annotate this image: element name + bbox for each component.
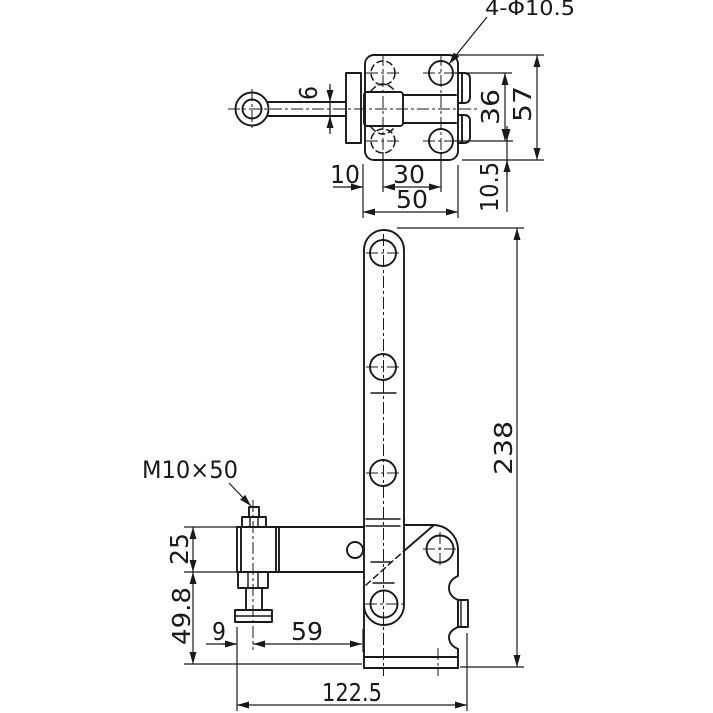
spindle-callout-leader: [228, 482, 252, 507]
spindle-shank: [245, 587, 263, 611]
column-hole-3: [369, 459, 397, 487]
mount-hole-bottom-left-hidden: [370, 128, 396, 154]
base-side-tab: [457, 599, 469, 628]
dim-hole-callout: 4-Φ10.5: [485, 0, 575, 20]
column-edge-plate: [345, 72, 362, 144]
mount-hole-top-right: [428, 60, 454, 86]
mount-hole-top-left-hidden: [370, 60, 396, 86]
column-hole-1: [369, 239, 397, 267]
dim-overall-length: 122.5: [322, 678, 382, 707]
dim-hole-spacing-horizontal: 30: [393, 160, 425, 189]
hole-callout-leader: [448, 16, 488, 65]
handle-knob-bore: [241, 98, 263, 120]
arm-hole: [346, 541, 364, 559]
dim-overall-height: 238: [489, 421, 518, 475]
base-hole: [425, 534, 455, 564]
dim-hole-spacing-vertical: 36: [476, 89, 505, 125]
flange-tab-upper: [457, 72, 471, 104]
dim-arm-height: 25: [165, 533, 194, 565]
base-outline: [403, 524, 459, 658]
dim-plate-width: 50: [396, 185, 428, 214]
flange-tab-lower: [457, 114, 471, 144]
dim-edge-to-hole: 10: [330, 160, 360, 189]
spindle-tip: [248, 506, 260, 518]
base-gusset-hidden: [365, 550, 405, 586]
spindle-hex-top: [241, 516, 267, 528]
handle-knob-outline: [234, 91, 270, 127]
mounting-plate: [364, 54, 459, 161]
column-hole-2: [369, 353, 397, 381]
dimension-lines: [189, 16, 541, 709]
dim-rod-width: 6: [294, 86, 323, 100]
top-view: [234, 54, 471, 161]
base-gusset-edge: [403, 524, 435, 552]
boss-arc-lower-hidden: [370, 126, 396, 135]
pivot-block: [363, 91, 404, 127]
dim-spindle-to-column: 59: [291, 617, 323, 646]
dim-arm-to-base-bottom: 49.8: [167, 587, 196, 645]
column-bottom-radius: [363, 604, 405, 626]
front-view: [234, 229, 469, 669]
dimension-layer: 4-Φ10.5 6 36 57 10 30 50 10.5 238 M10×50…: [142, 0, 575, 711]
pivot-hole: [369, 589, 399, 619]
column-top-radius: [363, 229, 405, 251]
dim-arm-end-to-spindle: 9: [212, 617, 226, 646]
boss-arc-upper-hidden: [370, 83, 396, 92]
dim-plate-height: 57: [508, 86, 537, 122]
centerlines: [228, 54, 477, 676]
dim-hole-to-edge: 10.5: [475, 162, 504, 212]
dim-spindle-callout: M10×50: [142, 456, 238, 484]
